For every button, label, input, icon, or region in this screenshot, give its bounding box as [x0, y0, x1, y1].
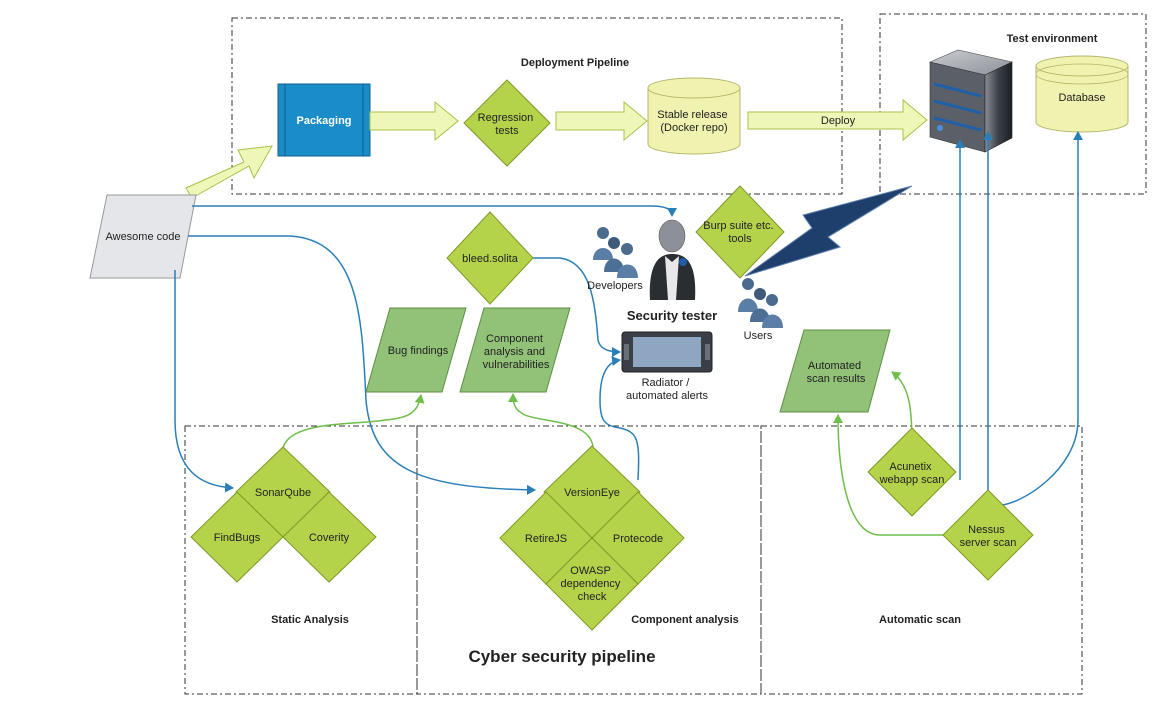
stable-release-cylinder: Stable release (Docker repo): [647, 77, 741, 155]
coverity-label: Coverity: [309, 532, 350, 544]
static-analysis-title: Static Analysis: [271, 614, 349, 626]
database-label: Database: [1058, 92, 1105, 104]
bleed-solita-diamond: [446, 211, 534, 305]
protecode-label: Protecode: [613, 533, 663, 545]
bleed-solita-label: bleed.solita: [462, 253, 519, 265]
arrow-packaging-to-regression: [369, 100, 459, 142]
users-label: Users: [744, 330, 773, 342]
retirejs-label: RetireJS: [525, 533, 567, 545]
test-environment-region: [879, 13, 1147, 195]
test-environment-title: Test environment: [1007, 33, 1098, 45]
owasp-label: OWASP dependency check: [560, 565, 623, 603]
line-versioneye-to-radiator: [599, 356, 640, 481]
security-tester-icon: [649, 219, 696, 300]
arrow-regression-to-release: [555, 100, 648, 142]
database-cylinder: Database: [1035, 55, 1129, 133]
acunetix-label: Acunetix webapp scan: [879, 461, 945, 486]
packaging-box: Packaging: [277, 83, 371, 157]
attack-bolt: [744, 185, 913, 277]
static-analysis-region: [184, 425, 418, 695]
users-icon: [738, 278, 783, 328]
line-nessus-to-database: [999, 131, 1083, 506]
diagram-title: Cyber security pipeline: [468, 647, 655, 666]
acunetix-diamond: [867, 427, 957, 517]
component-analysis-title: Component analysis: [631, 614, 739, 626]
versioneye-label: VersionEye: [564, 487, 620, 499]
scan-results-shape: [779, 329, 891, 413]
line-code-to-versioneye: [188, 235, 536, 495]
component-findings-shape: [459, 307, 571, 393]
findbugs-diamond: [190, 491, 284, 583]
line-nessus-to-scan-results: [833, 414, 945, 536]
deploy-label: Deploy: [821, 115, 856, 127]
regression-tests-diamond: [463, 79, 551, 167]
burp-suite-diamond: [695, 185, 785, 279]
regression-tests-label: Regression tests: [478, 112, 537, 137]
security-tester-label: Security tester: [627, 308, 717, 323]
automatic-scan-title: Automatic scan: [879, 614, 961, 626]
radiator-label: Radiator / automated alerts: [626, 377, 708, 402]
burp-suite-label: Burp suite etc. tools: [703, 220, 776, 245]
deployment-pipeline-region: [231, 17, 843, 195]
developers-icon: [593, 227, 638, 278]
arrow-code-to-packaging: [185, 145, 273, 199]
packaging-label: Packaging: [296, 115, 351, 127]
component-analysis-region: [416, 425, 762, 695]
line-bleed-to-radiator: [533, 257, 621, 357]
awesome-code-shape: [89, 194, 197, 279]
bug-findings-shape: [365, 307, 467, 393]
component-findings-label: Component analysis and vulnerabilities: [483, 333, 550, 371]
line-code-to-sonarqube: [174, 270, 234, 493]
nessus-label: Nessus server scan: [960, 524, 1017, 549]
line-code-to-tester: [192, 205, 677, 217]
line-versioneye-to-component: [508, 393, 594, 448]
owasp-diamond: [545, 537, 639, 631]
nessus-diamond: [942, 489, 1034, 581]
server-icon: [929, 49, 1013, 153]
radiator-monitor-icon: [621, 331, 713, 373]
awesome-code-label: Awesome code: [105, 231, 180, 243]
coverity-diamond: [282, 491, 377, 583]
line-sonarqube-to-bug-findings: [282, 394, 425, 449]
deployment-pipeline-title: Deployment Pipeline: [521, 57, 629, 69]
bug-findings-label: Bug findings: [388, 345, 449, 357]
scan-results-label: Automated scan results: [807, 360, 866, 385]
arrow-deploy: [747, 98, 928, 142]
developers-label: Developers: [587, 280, 643, 292]
sonarqube-label: SonarQube: [255, 487, 311, 499]
stable-release-label: Stable release (Docker repo): [657, 109, 730, 134]
findbugs-label: FindBugs: [214, 532, 261, 544]
